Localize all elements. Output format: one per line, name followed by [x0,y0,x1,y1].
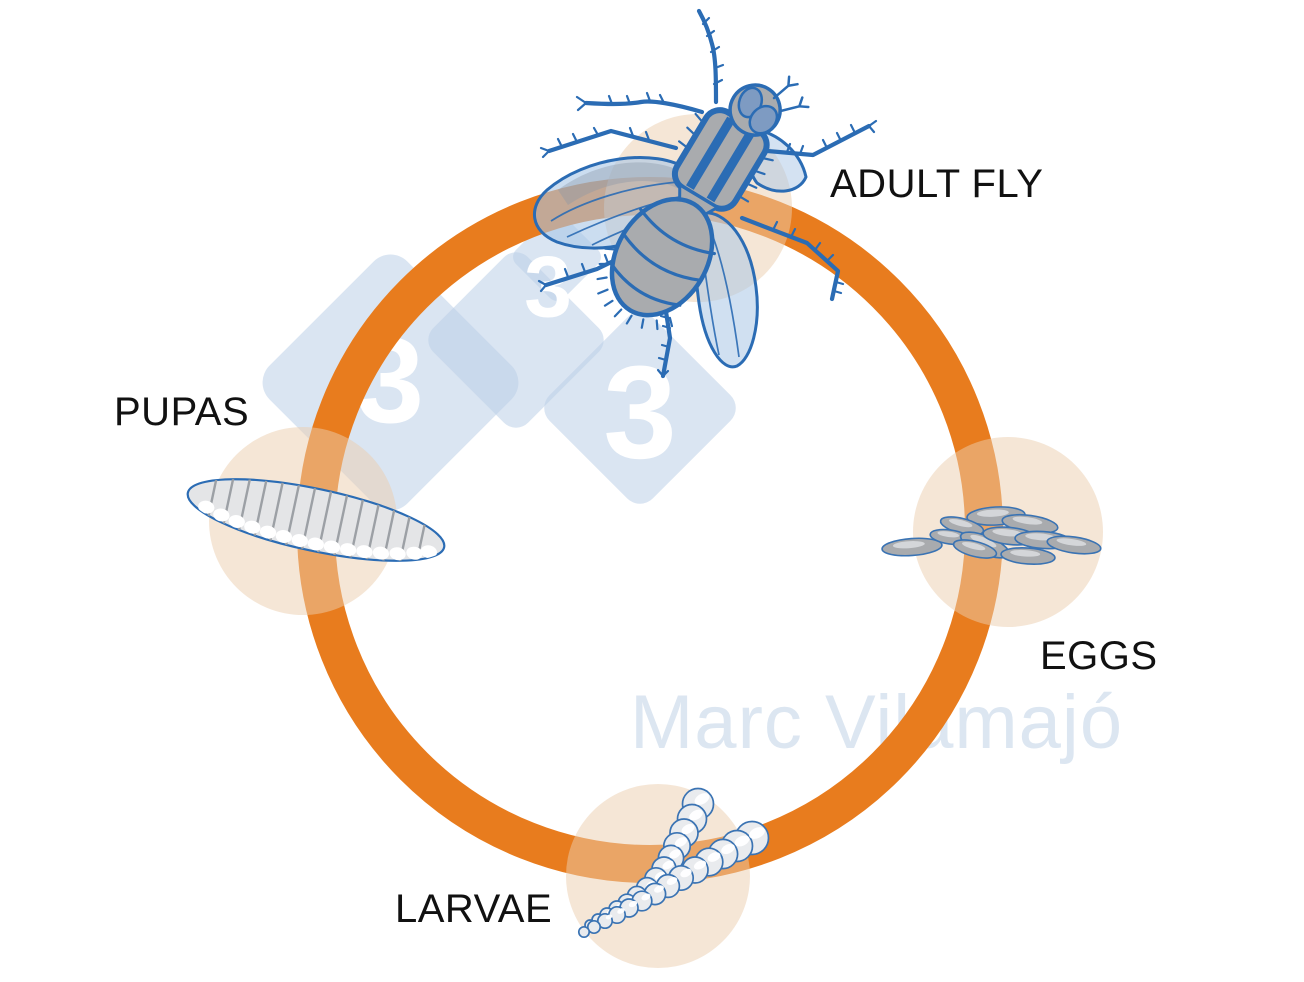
watermark-digit: 3 [524,239,572,336]
pupa-segment-highlights [198,500,437,561]
label-larvae: LARVAE [395,887,553,931]
pupa-illustration [186,466,446,574]
fly-body [596,75,810,331]
larva-2-highlights [605,827,765,920]
fly-antenna [778,96,810,113]
larva-2 [577,820,770,939]
label-pupas: PUPAS [114,390,250,434]
eggs-illustration [881,506,1102,565]
fly-antenna [772,75,799,100]
fly-eye [748,104,779,135]
adult-fly-illustration [532,8,878,379]
label-eggs: EGGS [1040,634,1158,678]
label-adult-fly: ADULT FLY [830,162,1044,206]
larvae-illustration [577,787,770,939]
fly-legs [537,8,878,379]
